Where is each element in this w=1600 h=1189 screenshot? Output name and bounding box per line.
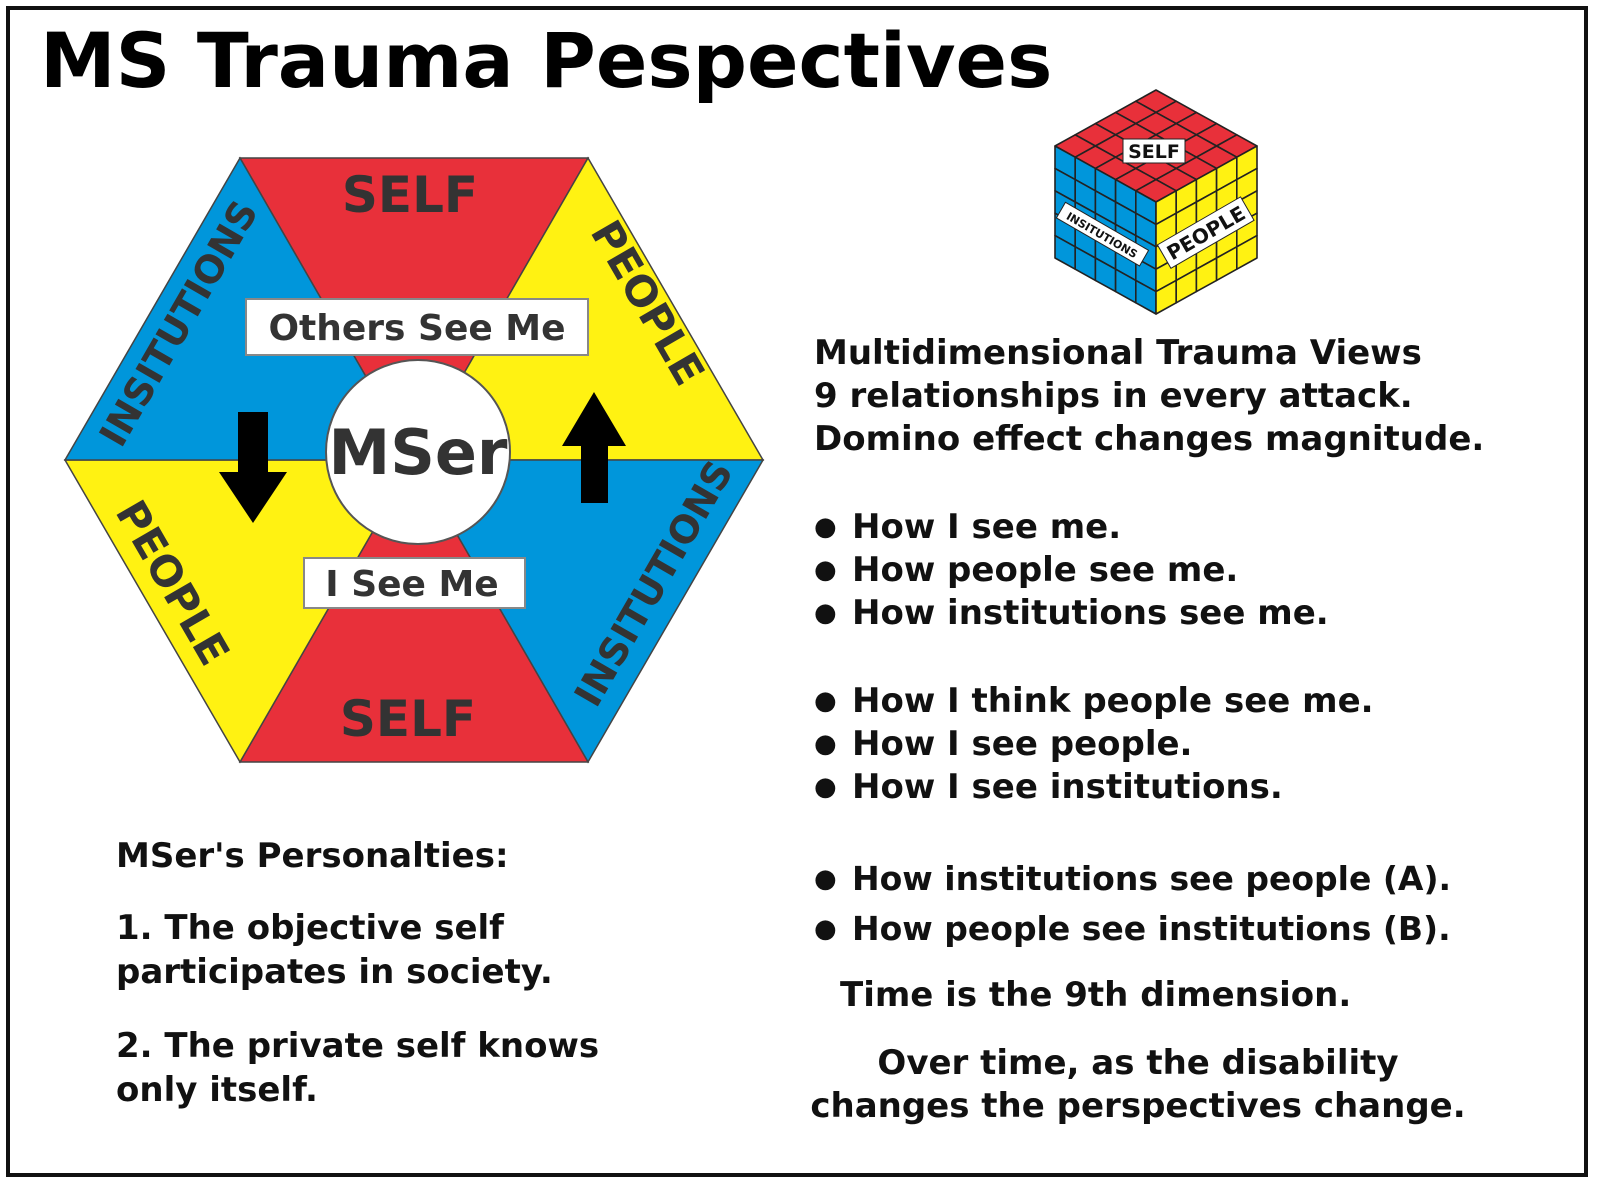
list-item: How people see me. [814,549,1329,592]
item1-line-1: 1. The objective self [116,908,504,948]
heading-line-2: 9 relationships in every attack. [814,376,1413,416]
personality-item-1: 1. The objective self participates in so… [116,906,553,994]
cube-right-label-box [1156,196,1255,269]
bullet-group-2: How I think people see me. How I see peo… [814,680,1374,809]
others-see-me-label: Others See Me [268,308,565,349]
time-line: Time is the 9th dimension. [840,975,1352,1015]
closing-line-1: Over time, as the disability [877,1043,1399,1083]
list-item: How institutions see people (A). [814,854,1451,904]
center-circle [325,359,511,545]
center-label: MSer [329,416,508,489]
list-item: How people see institutions (B). [814,904,1451,954]
perspective-cube: SELF INSITUTIONS PEOPLE [1054,89,1258,315]
cube-sticker [1236,234,1258,270]
cube-top-label-box [1122,138,1186,164]
personality-item-2: 2. The private self knows only itself. [116,1024,599,1112]
up-arrow-icon [562,392,626,503]
page-title: MS Trauma Pespectives [40,16,1053,105]
closing-line-2: changes the perspectives change. [810,1086,1466,1126]
item2-line-1: 2. The private self knows [116,1026,600,1066]
down-arrow-icon [219,412,287,523]
heading-line-1: Multidimensional Trauma Views [814,333,1422,373]
segment-label-bottom: SELF [340,690,476,748]
list-item: How I think people see me. [814,680,1374,723]
closing-text: Over time, as the disability changes the… [778,1042,1498,1128]
right-heading: Multidimensional Trauma Views 9 relation… [814,332,1484,461]
item2-line-2: only itself. [116,1070,318,1110]
heading-line-3: Domino effect changes magnitude. [814,419,1485,459]
list-item: How I see me. [814,506,1329,549]
list-item: How I see people. [814,723,1374,766]
item1-line-2: participates in society. [116,952,553,992]
perspective-hexagon: SELF SELF INSITUTIONS PEOPLE PEOPLE INSI… [63,156,765,764]
segment-label-top: SELF [342,166,478,224]
cube-left-label-box [1055,201,1150,267]
list-item: How institutions see me. [814,592,1329,635]
cube-top-label: SELF [1128,141,1180,163]
list-item: How I see institutions. [814,766,1374,809]
i-see-me-label: I See Me [325,564,498,605]
personalities-heading: MSer's Personalties: [116,836,509,876]
bullet-group-3: How institutions see people (A). How peo… [814,854,1451,954]
others-see-me-box [245,298,589,356]
bullet-group-1: How I see me. How people see me. How ins… [814,506,1329,635]
i-see-me-box [303,557,526,609]
